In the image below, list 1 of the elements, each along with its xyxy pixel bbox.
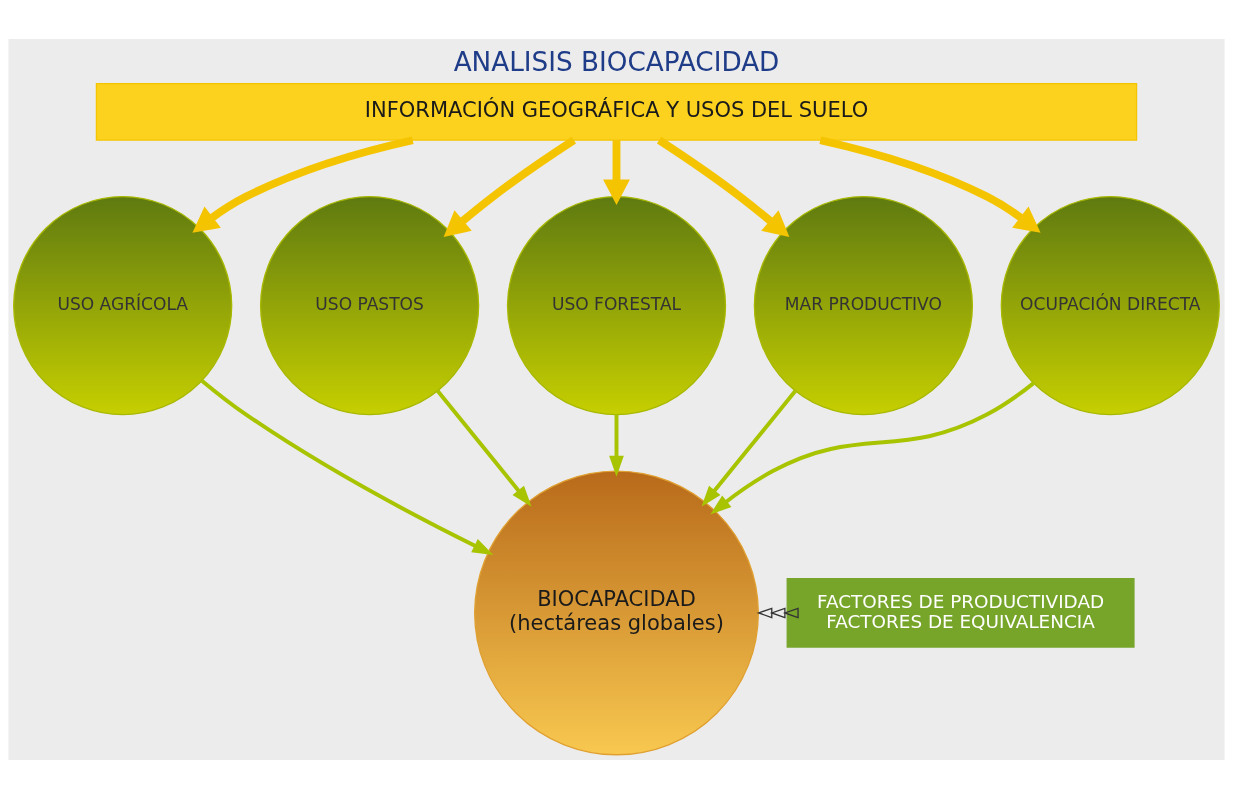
diagram-title: ANALISIS BIOCAPACIDAD	[453, 46, 780, 77]
